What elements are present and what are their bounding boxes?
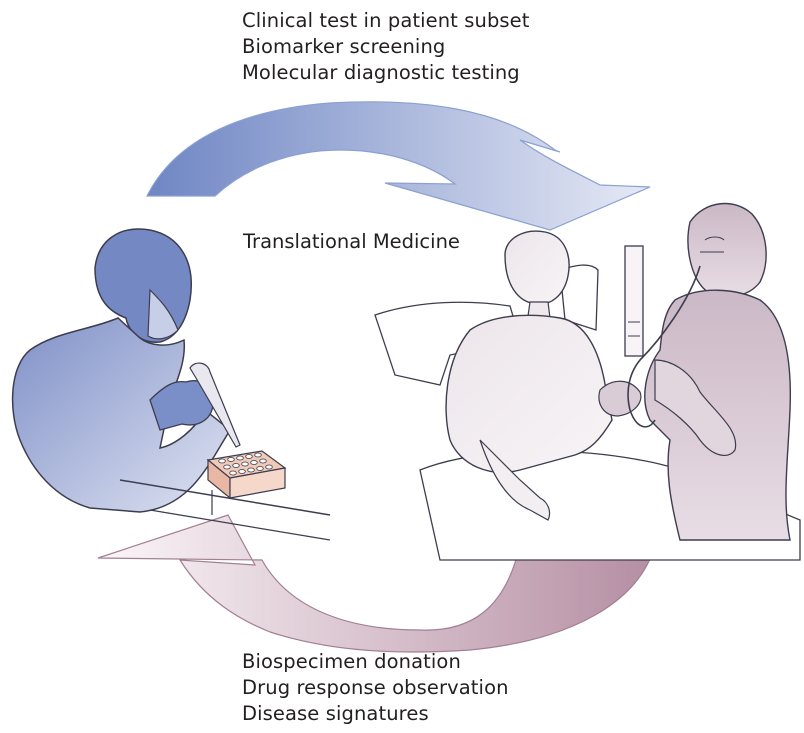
top-label-list: Clinical test in patient subset Biomarke… bbox=[242, 8, 530, 86]
translational-medicine-label: Translational Medicine bbox=[243, 230, 460, 253]
label-drug-response-observation: Drug response observation bbox=[242, 676, 509, 699]
label-disease-signatures: Disease signatures bbox=[242, 702, 429, 725]
label-clinical-test: Clinical test in patient subset bbox=[242, 9, 530, 32]
patient-illustration bbox=[445, 230, 613, 521]
well-plate-icon bbox=[206, 450, 287, 500]
nurse-illustration bbox=[627, 202, 792, 541]
blood-pressure-monitor-icon bbox=[598, 245, 644, 417]
label-biomarker-screening: Biomarker screening bbox=[242, 35, 446, 58]
bottom-cycle-arrow bbox=[97, 514, 656, 653]
bottom-label-list: Biospecimen donation Drug response obser… bbox=[242, 649, 509, 727]
top-cycle-arrow bbox=[146, 101, 651, 231]
label-molecular-diagnostic-testing: Molecular diagnostic testing bbox=[242, 61, 520, 84]
label-biospecimen-donation: Biospecimen donation bbox=[242, 650, 461, 673]
researcher-illustration bbox=[11, 228, 331, 541]
